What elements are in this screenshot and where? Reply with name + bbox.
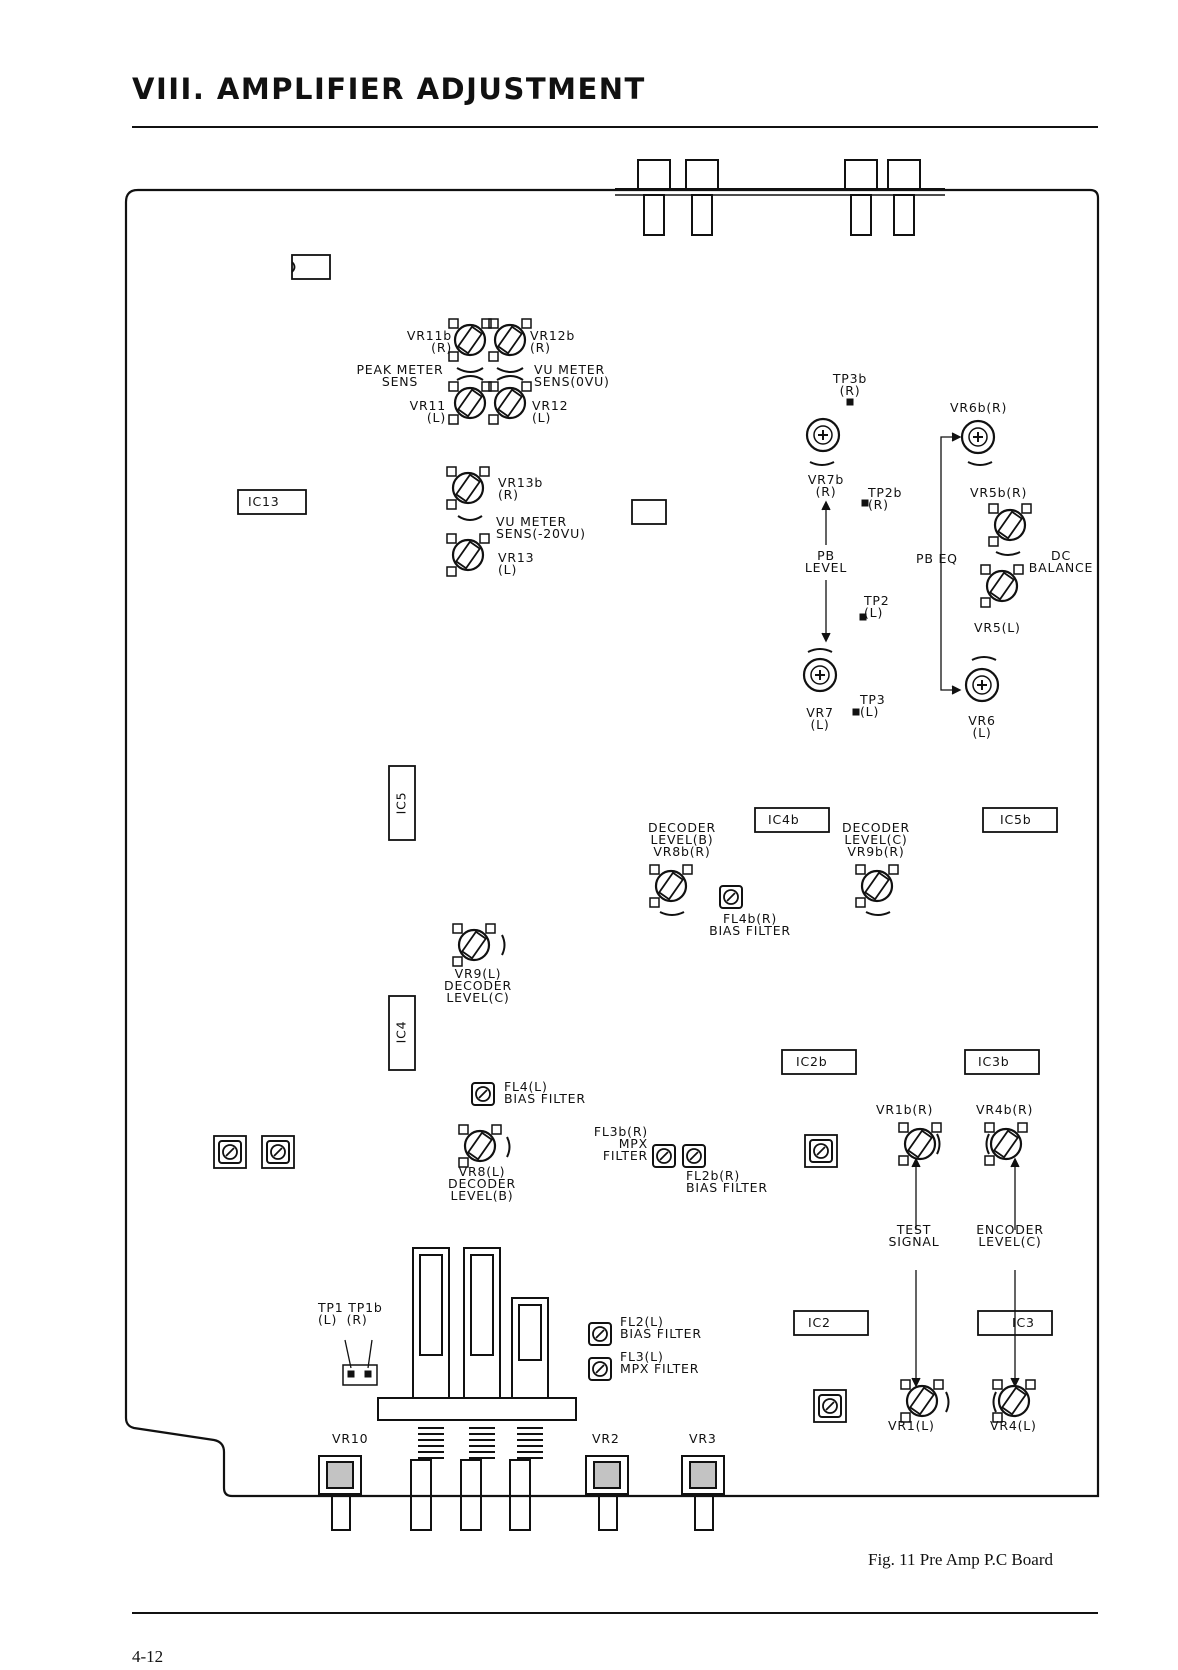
label-vr1: VR1(L) xyxy=(888,1418,935,1433)
label-fl3: FL3(L) MPX FILTER xyxy=(620,1349,700,1376)
label-vr8: VR8(L) DECODER LEVEL(B) xyxy=(448,1164,516,1203)
small-ic-top-left xyxy=(291,254,331,280)
label-fl2: FL2(L) BIAS FILTER xyxy=(620,1314,702,1341)
ic-chip-icon xyxy=(793,1310,869,1336)
label-peak-meter: PEAK METER SENS xyxy=(356,362,444,389)
label-vu-meter-20vu: VU METER SENS(-20VU) xyxy=(496,514,586,541)
ic-chip-icon xyxy=(631,499,667,525)
label-test-signal: TEST SIGNAL xyxy=(888,1222,940,1249)
label-vr7b: VR7b (R) xyxy=(807,472,845,499)
label-vr6: VR6 (L) xyxy=(968,713,996,740)
label-vr1b: VR1b(R) xyxy=(876,1102,934,1117)
label-ic2: IC2 xyxy=(808,1315,831,1330)
label-dc-balance: DC BALANCE xyxy=(1028,548,1094,575)
label-vr12b: VR12b (R) xyxy=(530,328,576,355)
label-ic4b: IC4b xyxy=(768,812,800,827)
label-tp2: TP2 (L) xyxy=(864,593,890,620)
label-vr4: VR4(L) xyxy=(990,1418,1037,1433)
ic-chip-icon xyxy=(964,1049,1040,1075)
label-vr13b: VR13b (R) xyxy=(498,475,544,502)
label-vr6b: VR6b(R) xyxy=(950,400,1008,415)
page-number: 4-12 xyxy=(132,1647,164,1666)
label-vr4b: VR4b(R) xyxy=(976,1102,1034,1117)
label-pb-level: PB LEVEL xyxy=(804,548,848,575)
figure-caption: Fig. 11 Pre Amp P.C Board xyxy=(868,1550,1053,1569)
label-vr12: VR12 (L) xyxy=(532,398,569,425)
filter-coil-icon xyxy=(213,885,847,1423)
label-fl4: FL4(L) BIAS FILTER xyxy=(504,1079,586,1106)
board-outline xyxy=(124,188,1100,1498)
label-ic3b: IC3b xyxy=(978,1054,1010,1069)
slide-fader-icon xyxy=(377,1247,577,1531)
label-ic13: IC13 xyxy=(248,494,280,509)
ic-chip-icon xyxy=(388,765,416,841)
label-ic4: IC4 xyxy=(393,1020,409,1044)
page-title: VIII. AMPLIFIER ADJUSTMENT xyxy=(132,72,646,106)
label-ic5b: IC5b xyxy=(1000,812,1032,827)
label-tp2b: TP2b (R) xyxy=(868,485,903,512)
label-vr2: VR2 xyxy=(592,1431,620,1446)
ic-chip-icon xyxy=(982,807,1058,833)
label-pb-eq: PB EQ xyxy=(916,551,958,566)
label-vr11b: VR11b (R) xyxy=(406,328,452,355)
label-ic3: IC3 xyxy=(1012,1315,1035,1330)
label-vr13: VR13 (L) xyxy=(498,550,535,577)
label-fl3b: FL3b(R) MPX FILTER xyxy=(593,1124,648,1163)
ic-chip-icon xyxy=(388,995,416,1071)
label-fl4b: FL4b(R) BIAS FILTER xyxy=(709,911,791,938)
label-vr10: VR10 xyxy=(332,1431,369,1446)
label-vu-meter-0vu: VU METER SENS(0VU) xyxy=(534,362,610,389)
label-vr5b: VR5b(R) xyxy=(970,485,1028,500)
label-ic5: IC5 xyxy=(393,791,409,815)
label-tp3b: TP3b (R) xyxy=(832,371,868,398)
label-decoder-level-c: DECODER LEVEL(C) VR9b(R) xyxy=(842,820,910,859)
ic-chip-icon xyxy=(754,807,830,833)
label-vr5: VR5(L) xyxy=(974,620,1021,635)
ic-chip-icon xyxy=(781,1049,857,1075)
label-tp3: TP3 (L) xyxy=(860,692,886,719)
label-vr11: VR11 (L) xyxy=(409,398,446,425)
footer-rule xyxy=(132,1612,1098,1614)
label-tp1: TP1 TP1b (L) (R) xyxy=(318,1300,383,1327)
label-fl2b: FL2b(R) BIAS FILTER xyxy=(686,1168,768,1195)
label-vr7: VR7 (L) xyxy=(806,705,834,732)
top-connectors xyxy=(615,159,945,236)
label-ic2b: IC2b xyxy=(796,1054,828,1069)
label-encoder-level-c: ENCODER LEVEL(C) xyxy=(976,1222,1044,1249)
label-vr9: VR9(L) DECODER LEVEL(C) xyxy=(444,966,512,1005)
label-decoder-level-b: DECODER LEVEL(B) VR8b(R) xyxy=(648,820,716,859)
label-vr3: VR3 xyxy=(689,1431,717,1446)
title-rule xyxy=(132,126,1098,128)
test-point-icon xyxy=(342,397,870,1386)
ic-chip-icon xyxy=(237,489,307,515)
